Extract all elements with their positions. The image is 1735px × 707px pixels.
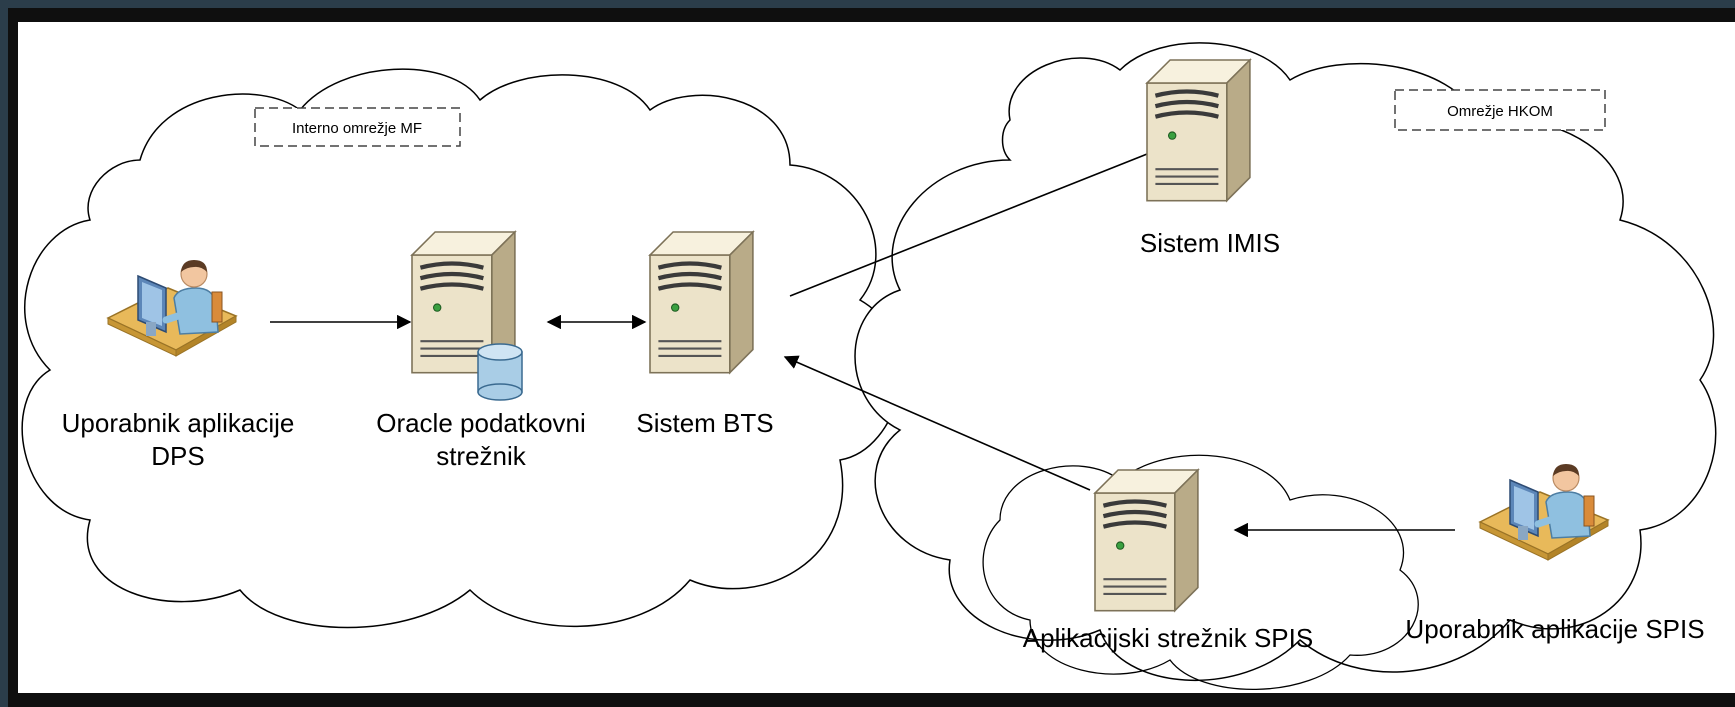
imis-label: Sistem IMIS <box>1140 228 1280 258</box>
imis-node: Sistem IMIS <box>1140 60 1280 258</box>
cloud-external-lower <box>982 454 1419 691</box>
database-cylinder-icon <box>477 343 523 401</box>
spis-server-label: Aplikacijski strežnik SPIS <box>1023 623 1313 653</box>
server-icon <box>650 232 753 373</box>
spis-server-node: Aplikacijski strežnik SPIS <box>1023 470 1313 653</box>
dps-user-label-line2: DPS <box>151 441 204 471</box>
server-icon <box>1147 60 1250 201</box>
bts-node: Sistem BTS <box>636 232 774 438</box>
connection-bts-to-imis <box>789 125 1217 297</box>
dps-user-node: Uporabnik aplikacije DPS <box>62 260 295 471</box>
spis-user-node: Uporabnik aplikacije SPIS <box>1405 464 1705 644</box>
spis-user-label: Uporabnik aplikacije SPIS <box>1405 614 1704 644</box>
dps-user-label-line1: Uporabnik aplikacije <box>62 408 295 438</box>
server-icon <box>1095 470 1198 611</box>
oracle-node: Oracle podatkovni strežnik <box>376 232 586 471</box>
oracle-label-line1: Oracle podatkovni <box>376 408 586 438</box>
network-label-box-internal <box>254 107 461 147</box>
oracle-label-line2: strežnik <box>436 441 527 471</box>
network-label-box-external <box>1394 89 1606 131</box>
connection-spis-to-bts <box>783 355 1091 491</box>
network-label-external: Omrežje HKOM <box>1447 103 1553 120</box>
network-label-internal: Interno omrežje MF <box>292 120 422 137</box>
bts-label: Sistem BTS <box>636 408 773 438</box>
